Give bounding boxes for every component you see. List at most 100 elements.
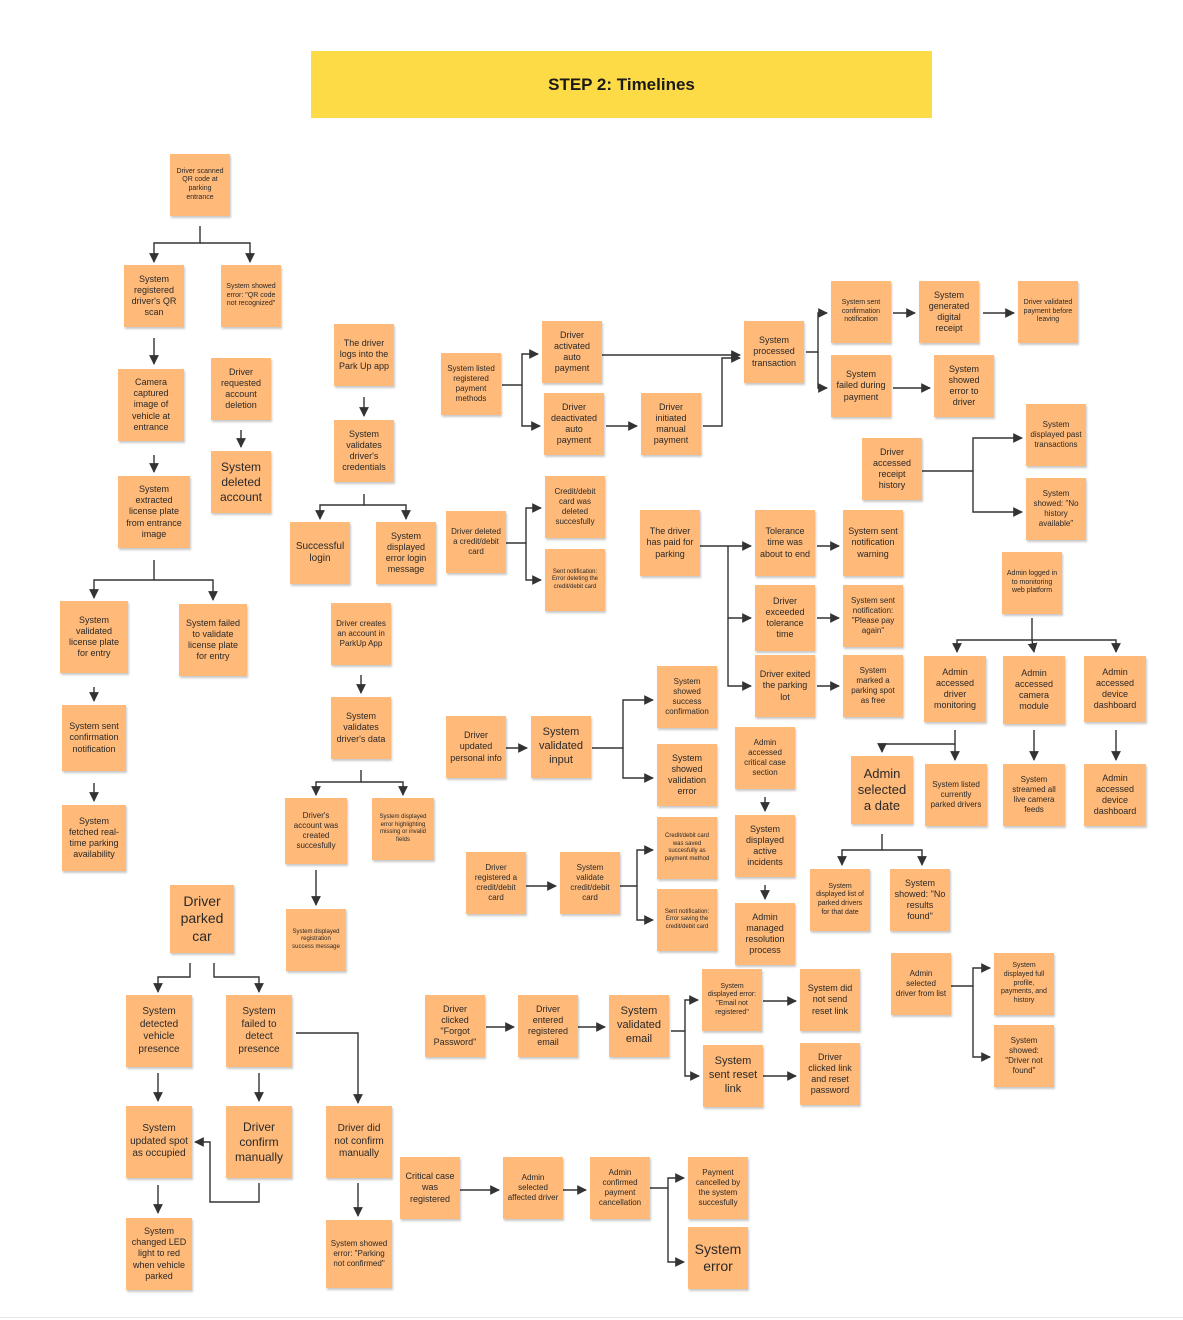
sticky-note[interactable]: The driver has paid for parking: [640, 510, 700, 576]
sticky-note[interactable]: Tolerance time was about to end: [755, 510, 815, 576]
sticky-note[interactable]: System validated email: [609, 995, 669, 1057]
sticky-note[interactable]: System sent confirmation notification: [831, 281, 891, 343]
sticky-note[interactable]: System extracted license plate from entr…: [118, 476, 190, 548]
sticky-note[interactable]: System failed to validate license plate …: [179, 604, 247, 676]
sticky-note[interactable]: System displayed error: "Email not regis…: [702, 969, 762, 1031]
sticky-note[interactable]: Admin accessed device dashboard: [1084, 656, 1146, 722]
sticky-note[interactable]: Driver deleted a credit/debit card: [446, 511, 506, 573]
sticky-note[interactable]: Driver activated auto payment: [542, 321, 602, 383]
sticky-note[interactable]: Driver deactivated auto payment: [544, 393, 604, 455]
sticky-note[interactable]: Successful login: [290, 522, 350, 584]
sticky-note[interactable]: Driver accessed receipt history: [862, 438, 922, 500]
sticky-note[interactable]: System displayed list of parked drivers …: [810, 869, 870, 931]
sticky-note[interactable]: Admin selected affected driver: [503, 1157, 563, 1219]
sticky-note[interactable]: System showed: "No history available": [1026, 478, 1086, 540]
sticky-note[interactable]: System generated digital receipt: [919, 281, 979, 343]
sticky-note[interactable]: System showed: "Driver not found": [994, 1025, 1054, 1087]
sticky-note[interactable]: Driver registered a credit/debit card: [466, 852, 526, 914]
sticky-note[interactable]: System validates driver's data: [331, 697, 391, 759]
sticky-note[interactable]: System registered driver's QR scan: [124, 265, 184, 327]
sticky-note[interactable]: System sent confirmation notification: [62, 705, 126, 771]
connector-arrow: [877, 730, 956, 753]
sticky-note[interactable]: System showed success confirmation: [657, 666, 717, 728]
sticky-note[interactable]: System showed error: "QR code not recogn…: [221, 265, 281, 327]
sticky-note[interactable]: System showed: "No results found": [890, 869, 950, 931]
sticky-note[interactable]: System failed to detect presence: [226, 995, 292, 1067]
sticky-note[interactable]: System showed error to driver: [934, 355, 994, 417]
sticky-note[interactable]: Driver's account was created succesfully: [285, 798, 347, 864]
sticky-note[interactable]: Admin selected driver from list: [891, 953, 951, 1015]
sticky-note[interactable]: System displayed error login message: [376, 522, 436, 584]
sticky-note[interactable]: System updated spot as occupied: [126, 1106, 192, 1178]
sticky-note[interactable]: System validates driver's credentials: [334, 420, 394, 482]
sticky-note[interactable]: System validated input: [531, 716, 591, 778]
sticky-note[interactable]: Driver clicked "Forgot Password": [425, 995, 485, 1057]
connector-arrow: [882, 849, 927, 866]
sticky-note[interactable]: System sent notification warning: [843, 510, 903, 576]
sticky-note[interactable]: Sent notification: Error deleting the cr…: [545, 549, 605, 611]
sticky-note[interactable]: System showed error: "Parking not confir…: [326, 1220, 392, 1288]
sticky-note[interactable]: Driver clicked link and reset password: [800, 1043, 860, 1105]
connector-arrow: [727, 618, 752, 691]
connector-arrow: [703, 353, 741, 427]
sticky-note[interactable]: Credit/debit card was saved succesfully …: [657, 817, 717, 879]
sticky-note[interactable]: System displayed registration success me…: [286, 909, 346, 971]
sticky-note[interactable]: System deleted account: [211, 451, 271, 513]
sticky-note[interactable]: Admin confirmed payment cancellation: [590, 1157, 650, 1219]
sticky-note[interactable]: Driver exceeded tolerance time: [755, 585, 815, 651]
sticky-note[interactable]: System showed validation error: [657, 744, 717, 806]
sticky-note[interactable]: Sent notification: Error saving the cred…: [657, 889, 717, 951]
sticky-note[interactable]: The driver logs into the Park Up app: [334, 324, 394, 386]
sticky-note[interactable]: Admin logged in to monitoring web platfo…: [1002, 552, 1062, 614]
sticky-note[interactable]: System displayed active incidents: [735, 815, 795, 877]
sticky-note[interactable]: System processed transaction: [744, 321, 804, 383]
sticky-note[interactable]: Driver requested account deletion: [211, 358, 271, 420]
sticky-note[interactable]: Critical case was registered: [400, 1157, 460, 1219]
sticky-note[interactable]: Payment cancelled by the system succesfu…: [688, 1157, 748, 1219]
connector-arrow: [525, 543, 542, 585]
connector-arrow: [952, 618, 1033, 653]
sticky-note[interactable]: System failed during payment: [831, 355, 891, 417]
sticky-note[interactable]: System changed LED light to red when veh…: [126, 1218, 192, 1290]
sticky-note[interactable]: System marked a parking spot as free: [843, 655, 903, 717]
sticky-note[interactable]: System sent reset link: [703, 1045, 763, 1107]
sticky-note[interactable]: System validate credit/debit card: [560, 852, 620, 914]
sticky-note[interactable]: Admin accessed camera module: [1003, 656, 1065, 724]
connector-arrow: [296, 1032, 363, 1104]
sticky-note[interactable]: Driver updated personal info: [446, 716, 506, 778]
sticky-note[interactable]: Driver validated payment before leaving: [1018, 281, 1078, 343]
sticky-note[interactable]: System streamed all live camera feeds: [1003, 764, 1065, 826]
sticky-note[interactable]: Admin accessed device dashboard: [1084, 764, 1146, 826]
sticky-note[interactable]: System sent notification: "Please pay ag…: [843, 585, 903, 647]
sticky-note[interactable]: System listed currently parked drivers: [925, 764, 987, 826]
sticky-note[interactable]: System detected vehicle presence: [126, 995, 192, 1067]
connector-arrow: [620, 845, 654, 887]
connector-arrow: [149, 226, 201, 263]
sticky-note[interactable]: Admin accessed driver monitoring: [924, 656, 986, 722]
sticky-note[interactable]: Driver scanned QR code at parking entran…: [170, 154, 230, 216]
sticky-note[interactable]: Driver did not confirm manually: [326, 1106, 392, 1178]
sticky-note[interactable]: Driver parked car: [170, 885, 234, 953]
sticky-note[interactable]: Admin managed resolution process: [735, 903, 795, 965]
connector-arrow: [361, 781, 408, 796]
sticky-note[interactable]: Camera captured image of vehicle at entr…: [118, 369, 184, 441]
sticky-note[interactable]: System error: [688, 1227, 748, 1289]
sticky-note[interactable]: System displayed error highlighting miss…: [372, 798, 434, 860]
connector-arrow: [506, 503, 542, 544]
sticky-note[interactable]: Admin accessed critical case section: [735, 727, 795, 789]
sticky-note[interactable]: System displayed past transactions: [1026, 404, 1086, 466]
sticky-note[interactable]: Credit/debit card was deleted succesfull…: [545, 476, 605, 538]
connector-arrow: [364, 504, 411, 520]
sticky-note[interactable]: System displayed full profile, payments,…: [994, 953, 1054, 1015]
sticky-note[interactable]: Admin selected a date: [851, 756, 913, 824]
sticky-note[interactable]: System validated license plate for entry: [60, 601, 128, 673]
sticky-note[interactable]: Driver creates an account in ParkUp App: [331, 603, 391, 665]
sticky-note[interactable]: Driver initiated manual payment: [641, 393, 701, 455]
sticky-note[interactable]: Driver confirm manually: [226, 1106, 292, 1178]
sticky-note[interactable]: System did not send reset link: [800, 969, 860, 1031]
sticky-note[interactable]: Driver entered registered email: [518, 995, 578, 1057]
sticky-note[interactable]: Driver exited the parking lot: [755, 655, 815, 717]
sticky-note[interactable]: System listed registered payment methods: [441, 353, 501, 415]
sticky-note[interactable]: System fetched real-time parking availab…: [62, 805, 126, 871]
